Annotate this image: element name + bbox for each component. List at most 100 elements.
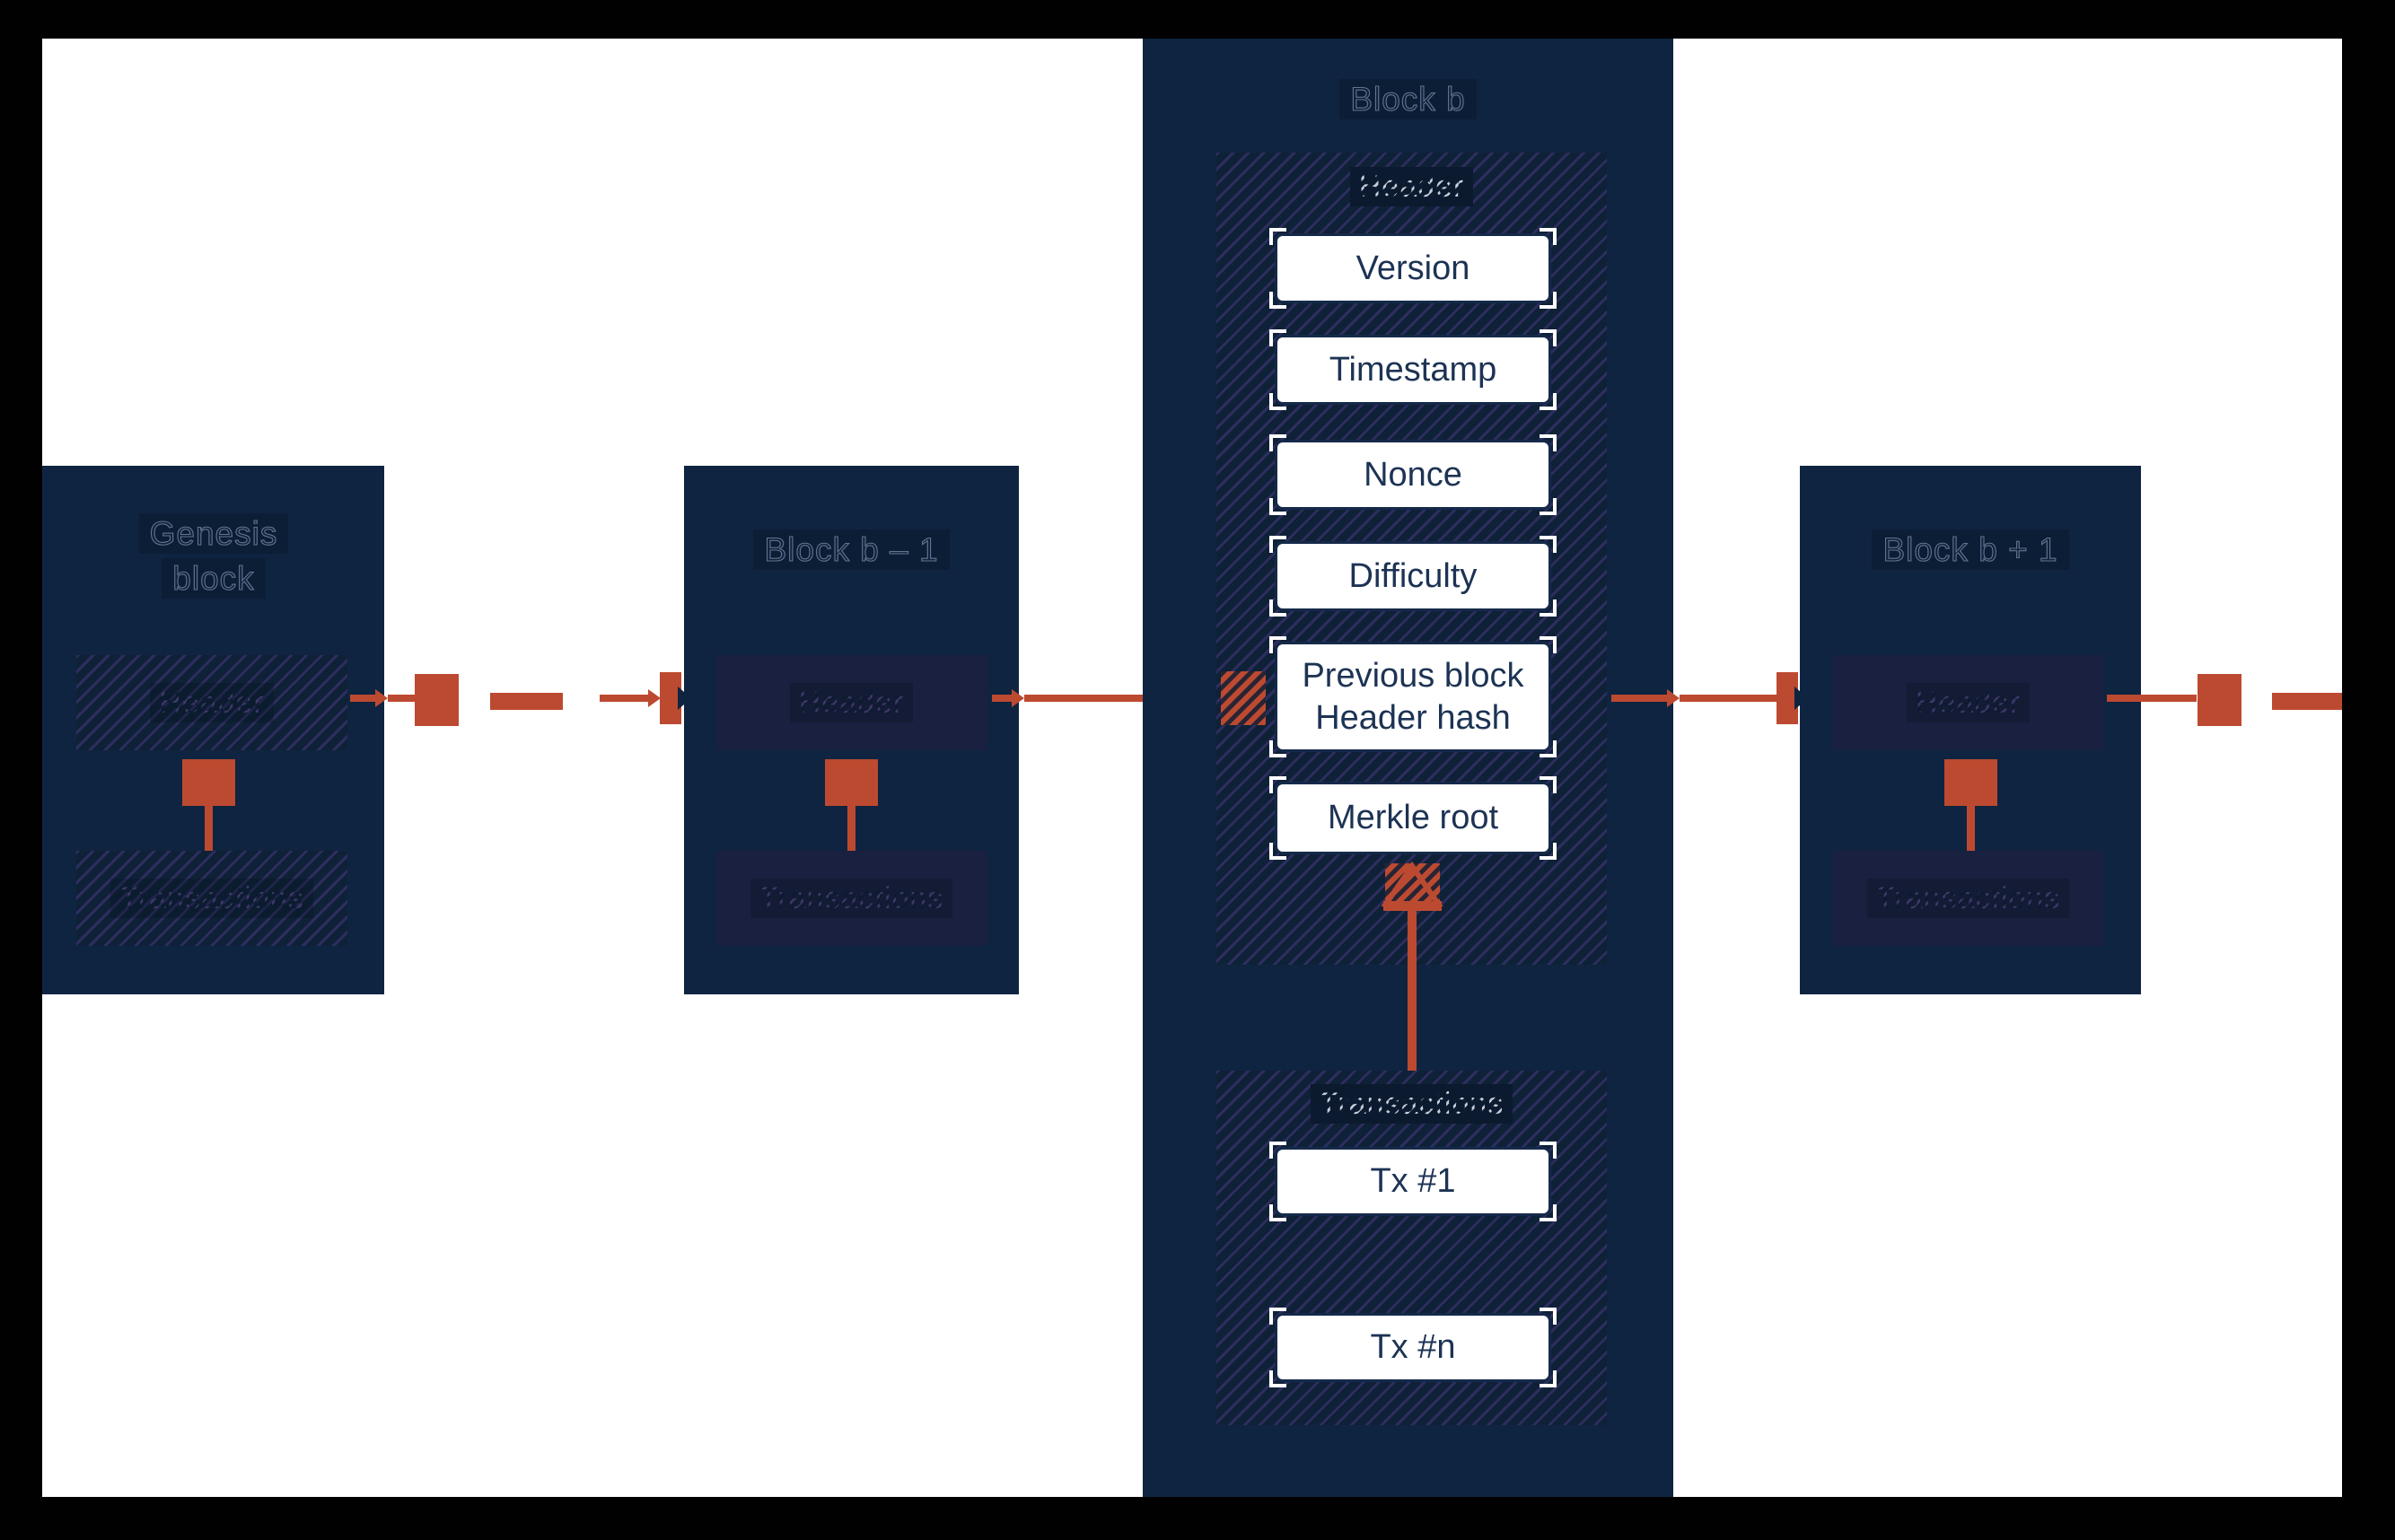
- corner-bracket-icon: [1269, 1204, 1286, 1221]
- block-b-plus-1-transactions-box: [1833, 851, 2103, 946]
- genesis-header-box: [76, 655, 347, 750]
- block-b-plus-1-transactions-label-text: Transactions: [1875, 881, 2061, 915]
- block-b-plus-1-transactions-label-bg: Transactions: [1866, 879, 2070, 918]
- genesis-transactions-label-bg: Transactions: [110, 879, 313, 918]
- merkle-root-field-label: Merkle root: [1327, 799, 1499, 836]
- corner-bracket-icon: [1540, 329, 1557, 346]
- corner-bracket-icon: [1540, 228, 1557, 245]
- nonce-field-label: Nonce: [1364, 455, 1462, 494]
- corner-bracket-icon: [1269, 1370, 1286, 1387]
- tx-last-box: Tx #n: [1269, 1308, 1557, 1387]
- version-field-box: Version: [1269, 228, 1557, 309]
- merkle-arrow-stem: [1408, 911, 1417, 1071]
- block-b-minus-1-header-label-text: Header: [798, 686, 905, 720]
- block-b-minus-1-header-box: [716, 655, 987, 750]
- chain-line-segment: [1680, 695, 1777, 702]
- corner-bracket-icon: [1540, 843, 1557, 860]
- corner-bracket-icon: [1269, 228, 1286, 245]
- block-b-title: Block b: [1143, 77, 1673, 122]
- block-b-transactions-label-text: Transactions: [1319, 1087, 1505, 1121]
- block-b-minus-1-header-plug-icon: [825, 759, 878, 806]
- block-b-plus-1-header-box: [1833, 655, 2103, 750]
- block-b-plus-1-title-text: Block b + 1: [1872, 529, 2069, 570]
- merkle-arrow-base-bar: [1383, 901, 1442, 911]
- corner-bracket-icon: [1269, 1142, 1286, 1159]
- arrowhead-icon: [375, 689, 388, 707]
- corner-bracket-icon: [1540, 636, 1557, 653]
- timestamp-field-label: Timestamp: [1329, 350, 1497, 389]
- block-b-plus-1-plug-stem: [1967, 806, 1975, 851]
- block-b-plus-1-title: Block b + 1: [1800, 528, 2141, 573]
- corner-bracket-icon: [1269, 636, 1286, 653]
- corner-bracket-icon: [1269, 292, 1286, 309]
- genesis-header-plug-icon: [182, 759, 235, 806]
- block-b-minus-1-title: Block b – 1: [684, 528, 1019, 573]
- previous-block-hash-field-box: Previous block Header hash: [1269, 636, 1557, 757]
- corner-bracket-icon: [1269, 329, 1286, 346]
- corner-bracket-icon: [1540, 498, 1557, 515]
- corner-bracket-icon: [1269, 740, 1286, 757]
- genesis-transactions-label-text: Transactions: [119, 881, 304, 915]
- corner-bracket-icon: [1269, 536, 1286, 553]
- block-b-header-label-bg: Header: [1349, 167, 1474, 206]
- block-b-transactions-label-bg: Transactions: [1310, 1084, 1513, 1124]
- genesis-header-label-text: Header: [159, 686, 265, 720]
- block-b-minus-1-transactions-box: [716, 851, 987, 946]
- chain-link-node-icon: [415, 674, 459, 726]
- corner-bracket-icon: [1540, 1142, 1557, 1159]
- chain-line-segment: [1611, 695, 1667, 702]
- block-b-plus-1-header-label: Header: [1833, 683, 2103, 722]
- corner-bracket-icon: [1269, 843, 1286, 860]
- version-field-label: Version: [1355, 249, 1470, 287]
- tx-first-label: Tx #1: [1370, 1162, 1456, 1200]
- difficulty-field-box: Difficulty: [1269, 536, 1557, 617]
- genesis-transactions-label: Transactions: [76, 879, 347, 918]
- previous-block-hash-line2: Header hash: [1315, 698, 1511, 737]
- corner-bracket-icon: [1540, 1370, 1557, 1387]
- arrowhead-icon: [648, 689, 661, 707]
- block-b-title-text: Block b: [1339, 79, 1477, 119]
- difficulty-field-label: Difficulty: [1348, 556, 1478, 595]
- chain-link-dash-icon: [490, 693, 563, 710]
- block-b-minus-1-header-label: Header: [716, 683, 987, 722]
- genesis-title-line1: Genesis: [138, 513, 289, 554]
- corner-bracket-icon: [1540, 393, 1557, 410]
- corner-bracket-icon: [1540, 599, 1557, 617]
- tx-first-box: Tx #1: [1269, 1142, 1557, 1221]
- tx-last-label: Tx #n: [1370, 1328, 1456, 1366]
- merkle-root-field-box: Merkle root: [1269, 776, 1557, 860]
- corner-bracket-icon: [1540, 292, 1557, 309]
- genesis-title-line2: block: [162, 558, 266, 599]
- block-b-minus-1-transactions-label: Transactions: [716, 879, 987, 918]
- block-b-transactions-label: Transactions: [1216, 1084, 1607, 1124]
- genesis-block-title: Genesis block: [54, 512, 373, 601]
- arrowhead-icon: [1667, 689, 1680, 707]
- genesis-plug-stem: [205, 806, 213, 851]
- chain-line-segment: [388, 695, 415, 702]
- corner-bracket-icon: [1269, 1308, 1286, 1325]
- block-b-plus-1-header-label-text: Header: [1915, 686, 2022, 720]
- block-b-minus-1-header-label-bg: Header: [789, 683, 914, 722]
- prev-hash-pointer-square-icon: [1221, 671, 1266, 725]
- block-b-minus-1-plug-stem: [847, 806, 855, 851]
- chain-line-segment: [992, 695, 1012, 702]
- chain-link-dash-icon: [2272, 693, 2342, 710]
- corner-bracket-icon: [1269, 599, 1286, 617]
- nonce-field-box: Nonce: [1269, 434, 1557, 515]
- block-b-plus-1-transactions-label: Transactions: [1833, 879, 2103, 918]
- previous-block-hash-line1: Previous block: [1302, 656, 1524, 695]
- arrowhead-icon: [1012, 689, 1024, 707]
- genesis-header-label-bg: Header: [150, 683, 274, 722]
- block-b-minus-1-transactions-label-text: Transactions: [759, 881, 944, 915]
- corner-bracket-icon: [1540, 1204, 1557, 1221]
- corner-bracket-icon: [1269, 434, 1286, 451]
- corner-bracket-icon: [1269, 498, 1286, 515]
- block-b-minus-1-title-text: Block b – 1: [753, 529, 950, 570]
- corner-bracket-icon: [1540, 434, 1557, 451]
- genesis-transactions-box: [76, 851, 347, 946]
- chain-line-segment: [350, 695, 375, 702]
- corner-bracket-icon: [1269, 776, 1286, 793]
- block-b-header-label-text: Header: [1358, 170, 1465, 204]
- chain-line-segment: [2107, 695, 2197, 702]
